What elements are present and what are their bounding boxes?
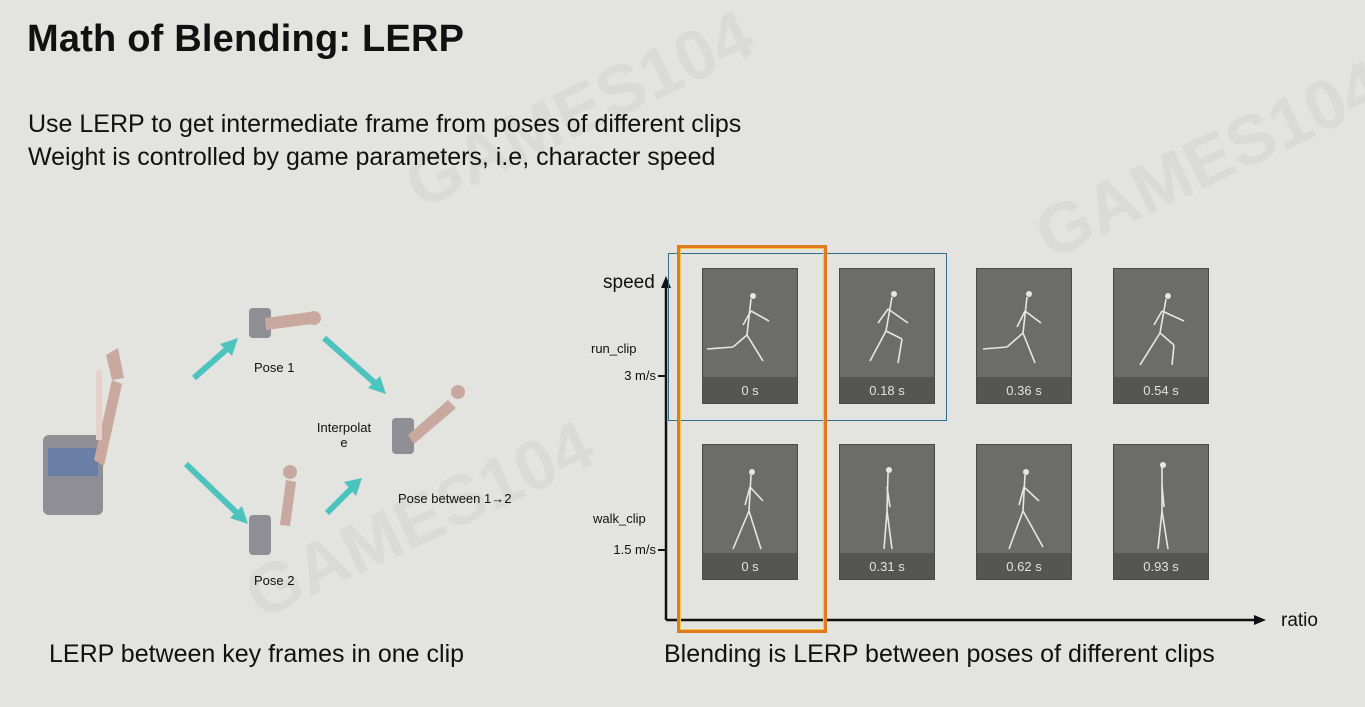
frame-time: 0.54 s (1114, 377, 1208, 403)
frame-time: 0.93 s (1114, 553, 1208, 579)
run-frame-thumbnail: 0.54 s (1113, 268, 1209, 404)
x-axis-label: ratio (1281, 610, 1318, 631)
bullet-item: Use LERP to get intermediate frame from … (28, 110, 742, 138)
interpolate-label: Interpolat e (316, 420, 372, 450)
run-frame-thumbnail: 0.18 s (839, 268, 935, 404)
walk-frame-thumbnail: 0.31 s (839, 444, 935, 580)
slide-title: Math of Blending: LERP (27, 18, 465, 60)
frame-time: 0.31 s (840, 553, 934, 579)
walk-frame-thumbnail: 0 s (702, 444, 798, 580)
interpolate-line1: Interpolat (316, 420, 372, 435)
base-arm-figure (43, 348, 124, 515)
run-clip-label: run_clip (591, 341, 637, 356)
pose-2-label: Pose 2 (254, 573, 295, 588)
walk-frame-thumbnail: 0.62 s (976, 444, 1072, 580)
y-axis-label: speed (603, 272, 655, 293)
pose-2-figure (249, 465, 297, 555)
frame-time: 0.18 s (840, 377, 934, 403)
pose-between-label: Pose between 1→2 (398, 491, 512, 506)
bullet-item: Weight is controlled by game parameters,… (28, 143, 716, 171)
arrows (183, 335, 386, 524)
walk-frame-thumbnail: 0.93 s (1113, 444, 1209, 580)
run-clip-highlight-box (668, 253, 947, 421)
walk-speed-tick: 1.5 m/s (613, 542, 656, 557)
frame-time: 0.62 s (977, 553, 1071, 579)
pose-between-figure (392, 385, 465, 454)
left-caption: LERP between key frames in one clip (49, 640, 465, 668)
right-caption: Blending is LERP between poses of differ… (664, 640, 1215, 668)
run-frame-thumbnail: 0 s (702, 268, 798, 404)
run-speed-tick: 3 m/s (624, 368, 656, 383)
ratio-highlight-box (677, 245, 827, 633)
pose-1-figure (249, 308, 321, 338)
run-frame-thumbnail: 0.36 s (976, 268, 1072, 404)
bullet-list: Use LERP to get intermediate frame from … (28, 108, 741, 174)
frame-time: 0.36 s (977, 377, 1071, 403)
interpolate-line2: e (340, 435, 348, 450)
pose-1-label: Pose 1 (254, 360, 295, 375)
walk-clip-label: walk_clip (593, 511, 646, 526)
arm-illustrations (43, 308, 465, 555)
frame-time: 0 s (703, 553, 797, 579)
frame-time: 0 s (703, 377, 797, 403)
